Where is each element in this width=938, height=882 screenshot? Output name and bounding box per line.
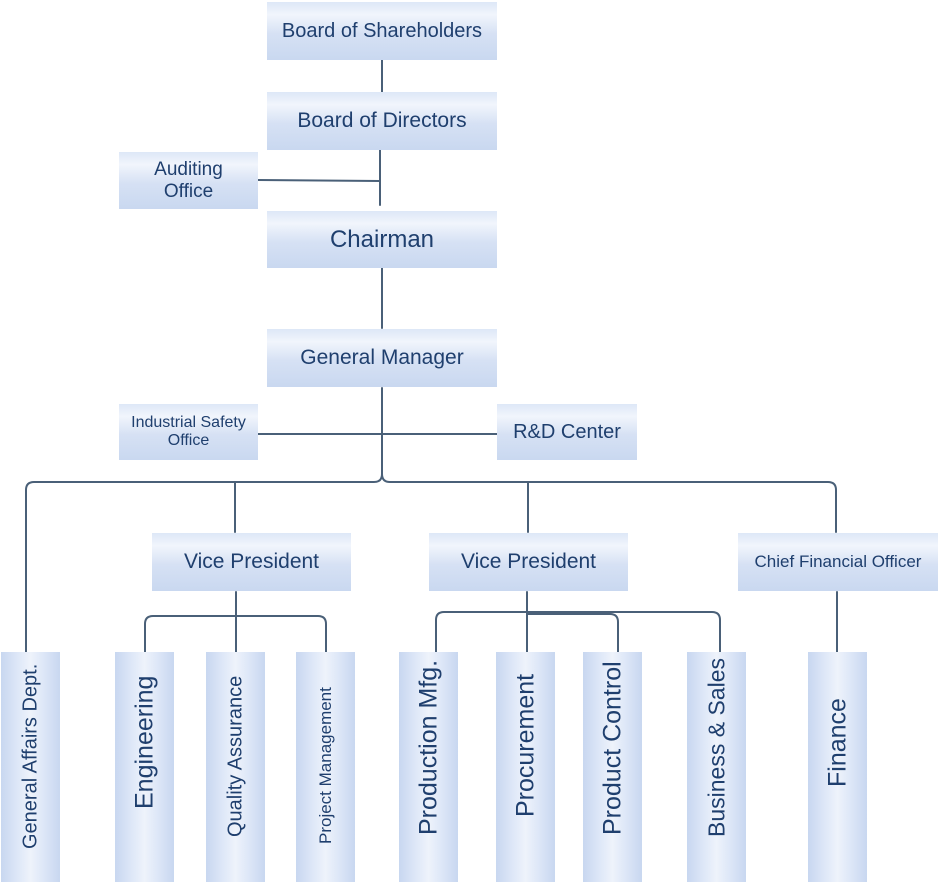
product-control-label: Product Control [598, 661, 626, 835]
auditing-office-box: Auditing Office [119, 152, 258, 209]
connector-vp1-bracket [144, 615, 327, 653]
chief-financial-officer-box: Chief Financial Officer [738, 533, 938, 591]
board-of-shareholders-box: Board of Shareholders [267, 2, 497, 60]
procurement-box: Procurement [496, 652, 555, 882]
business-sales-label: Business & Sales [703, 658, 729, 837]
product-control-box: Product Control [583, 652, 642, 882]
industrial-safety-office-label: Industrial Safety Office [131, 413, 246, 449]
chairman-box: Chairman [267, 211, 497, 268]
finance-box: Finance [808, 652, 867, 882]
general-affairs-dept-label: General Affairs Dept. [19, 663, 41, 849]
production-mfg-label: Production Mfg. [414, 659, 442, 835]
vice-president-1-label: Vice President [183, 549, 320, 573]
board-of-directors-box: Board of Directors [267, 92, 497, 150]
general-manager-box: General Manager [267, 329, 497, 387]
production-mfg-box: Production Mfg. [399, 652, 458, 882]
connector-product-control [526, 613, 619, 653]
chief-financial-officer-label: Chief Financial Officer [754, 552, 922, 572]
business-sales-box: Business & Sales [687, 652, 746, 882]
project-management-box: Project Management [296, 652, 355, 882]
connector-auditing [257, 179, 381, 182]
rd-center-label: R&D Center [513, 420, 621, 443]
quality-assurance-label: Quality Assurance [224, 675, 246, 837]
engineering-label: Engineering [130, 675, 158, 809]
connector-right-branch [381, 473, 837, 533]
board-of-shareholders-label: Board of Shareholders [281, 19, 483, 42]
chairman-label: Chairman [329, 225, 435, 253]
quality-assurance-box: Quality Assurance [206, 652, 265, 882]
general-affairs-dept-box: General Affairs Dept. [1, 652, 60, 882]
engineering-box: Engineering [115, 652, 174, 882]
project-management-label: Project Management [315, 687, 335, 844]
vice-president-2-box: Vice President [429, 533, 628, 591]
vice-president-1-box: Vice President [152, 533, 351, 591]
auditing-office-label: Auditing Office [154, 158, 223, 202]
rd-center-box: R&D Center [497, 404, 637, 460]
connector-left-branch [25, 473, 383, 653]
connector-vp2-bracket [435, 611, 721, 653]
vice-president-2-label: Vice President [460, 549, 597, 573]
industrial-safety-office-box: Industrial Safety Office [119, 404, 258, 460]
procurement-label: Procurement [511, 673, 539, 817]
general-manager-label: General Manager [300, 345, 464, 369]
finance-label: Finance [823, 698, 851, 787]
board-of-directors-label: Board of Directors [297, 108, 467, 132]
